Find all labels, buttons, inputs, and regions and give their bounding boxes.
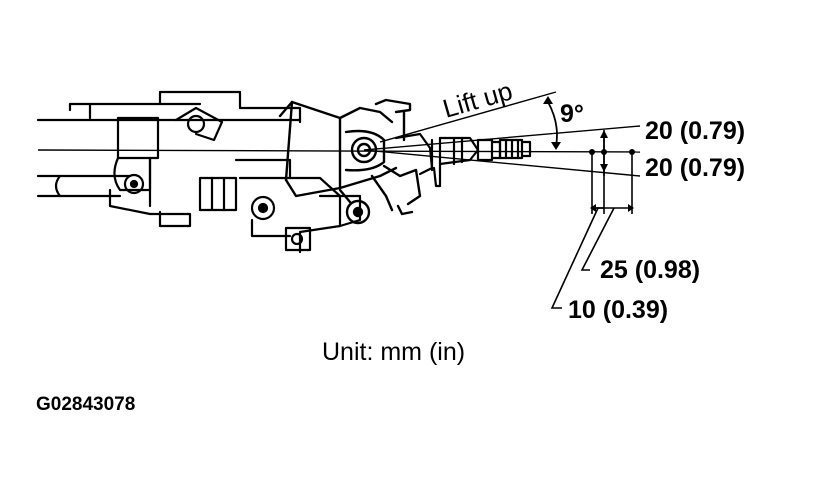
- unit-label: Unit: mm (in): [322, 338, 465, 366]
- tilt-lever-mechanism: [198, 158, 362, 254]
- angle-arrow-bottom: [551, 142, 561, 150]
- dimension-upper-20: 20 (0.79): [645, 117, 745, 145]
- figure-id: G02843078: [36, 394, 135, 415]
- lift-angle-lines: [363, 91, 641, 177]
- angle-arrow-top: [543, 96, 553, 104]
- upper-housing: [68, 90, 302, 192]
- column-housing: [278, 100, 398, 225]
- dimension-arrowheads: [589, 130, 635, 212]
- dimension-lower-20: 20 (0.79): [645, 154, 745, 182]
- dimension-10: 10 (0.39): [568, 296, 668, 324]
- angle-indicator: 9°: [543, 96, 584, 150]
- dimension-leaders: [550, 207, 615, 309]
- lift-up-label: Lift up: [439, 75, 515, 123]
- angle-label: 9°: [560, 100, 584, 128]
- column-tube: [36, 118, 302, 198]
- steering-column-assembly: [36, 90, 641, 254]
- dimension-25: 25 (0.98): [600, 256, 700, 284]
- tilt-bracket-left: [108, 106, 224, 228]
- angle-arc: [547, 101, 558, 147]
